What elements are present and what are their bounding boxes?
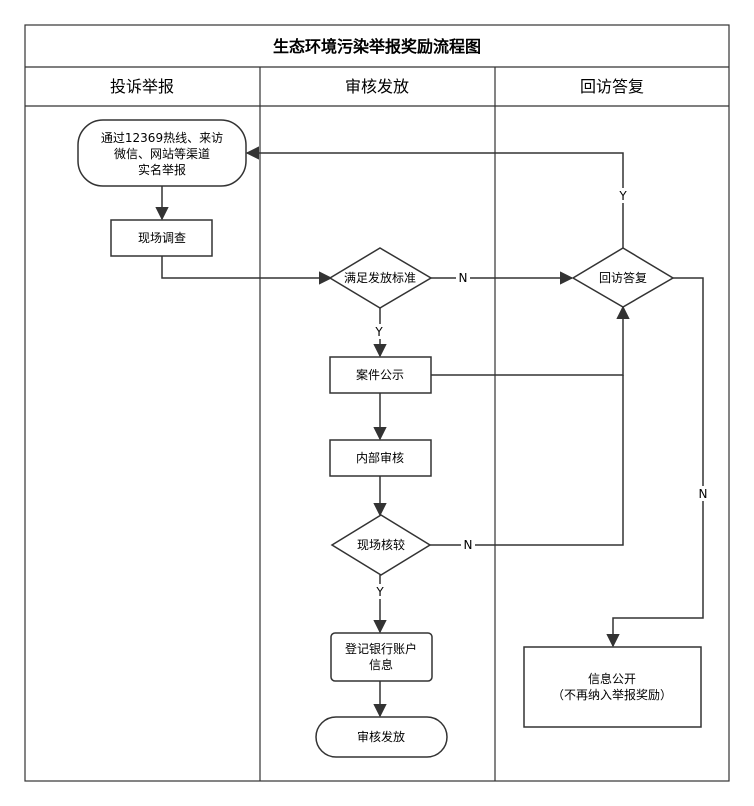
investigate-label: 现场调查 — [138, 231, 186, 245]
diagram-title: 生态环境污染举报奖励流程图 — [273, 37, 481, 56]
label-standard-no: N — [459, 271, 468, 285]
report-line-3: 实名举报 — [138, 162, 186, 177]
field-check-label: 现场核较 — [357, 537, 405, 552]
lane-label-review: 审核发放 — [345, 77, 409, 96]
issue-label: 审核发放 — [357, 729, 405, 744]
edge-callback-no-to-info — [606, 277, 704, 648]
register-bank-line-2: 信息 — [369, 657, 393, 672]
node-field-check — [330, 514, 432, 576]
info-public-line-1: 信息公开 — [588, 671, 636, 686]
node-investigate — [110, 219, 213, 257]
node-register-bank — [330, 632, 433, 682]
edge-callback-yes-to-report — [245, 146, 624, 248]
node-callback — [571, 247, 675, 308]
node-issue — [315, 716, 448, 758]
publicize-label: 案件公示 — [356, 367, 404, 382]
node-publicize — [329, 356, 432, 394]
callback-label: 回访答复 — [599, 270, 647, 285]
edge-field-no-to-callback — [430, 375, 624, 546]
edge-investigate-to-standard — [161, 256, 333, 285]
lane-label-report: 投诉举报 — [110, 77, 174, 96]
label-field-no: N — [464, 538, 473, 552]
outer-border — [24, 24, 730, 782]
label-callback-yes: Y — [618, 189, 627, 203]
label-field-yes: Y — [375, 585, 384, 599]
report-line-2: 微信、网站等渠道 — [114, 147, 210, 161]
info-public-line-2: （不再纳入举报奖励） — [552, 687, 672, 702]
node-internal-review — [329, 439, 432, 477]
internal-review-label: 内部审核 — [356, 450, 404, 465]
register-bank-line-1: 登记银行账户 — [345, 641, 417, 656]
lane-label-callback: 回访答复 — [580, 77, 644, 96]
edge-publicize-to-callback — [431, 305, 630, 376]
label-callback-no: N — [699, 487, 708, 501]
node-report — [77, 119, 247, 187]
node-info-public — [523, 646, 702, 728]
meets-standard-label: 满足发放标准 — [344, 270, 416, 285]
swimlane-frame — [24, 24, 730, 782]
report-line-1: 通过12369热线、来访 — [101, 131, 223, 145]
node-meets-standard — [328, 247, 433, 309]
label-standard-yes: Y — [374, 325, 383, 339]
